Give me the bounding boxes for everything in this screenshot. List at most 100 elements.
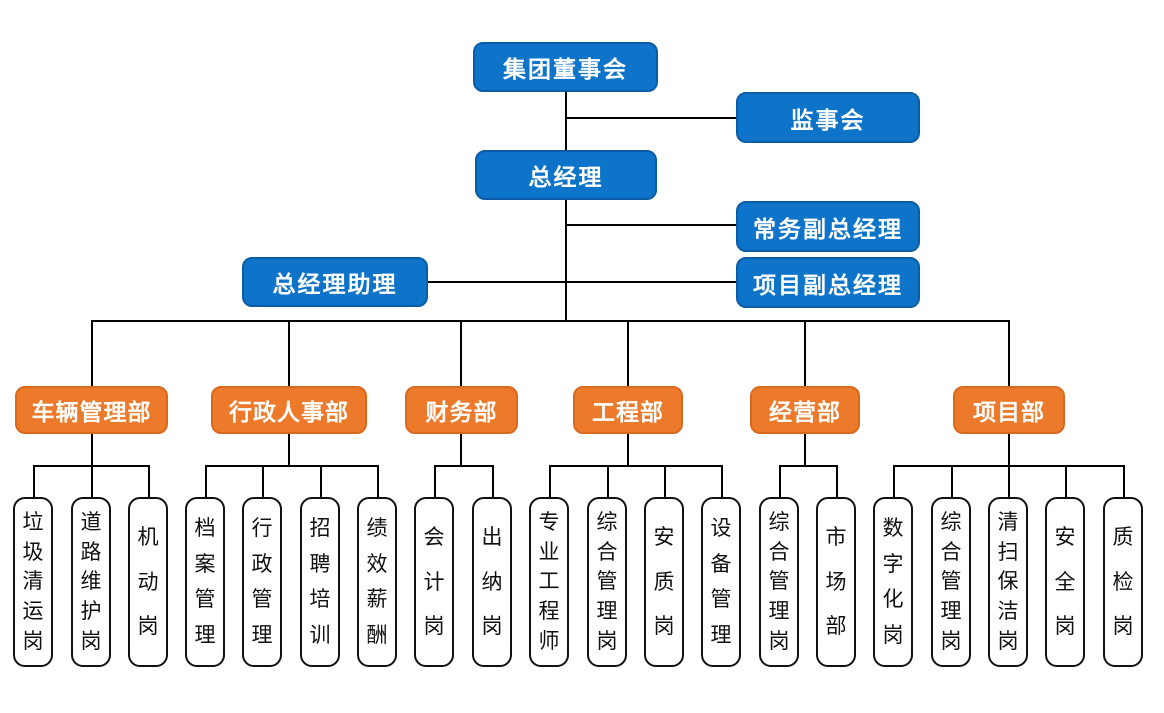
position-label: 会计岗 [423,525,445,639]
connector-children-bar-3 [549,465,723,467]
connector-drop-pos [721,465,723,497]
node-position-market: 市场部 [816,497,856,667]
connector-department-bar [91,320,1010,322]
dept-label: 项目部 [973,399,1045,425]
position-label: 绩效薪酬 [366,516,388,648]
connector-stem-dept-5 [1008,434,1010,467]
node-position-sweeping-cleaning: 清扫保洁岗 [988,497,1028,667]
node-supervisory-board-label: 监事会 [790,106,866,133]
position-label: 数字化岗 [882,516,904,648]
node-dept-engineering: 工程部 [573,386,683,434]
connector-children-bar-4 [779,465,838,467]
node-group-board-label: 集团董事会 [503,56,628,82]
connector-drop-pos [779,465,781,497]
position-label: 设备管理 [710,516,732,648]
position-label: 行政管理 [251,516,273,648]
position-label: 综合管理岗 [596,510,618,654]
connector-gm-trunk [565,200,567,322]
node-position-recruit-training: 招聘培训 [300,497,340,667]
position-label: 安全岗 [1054,525,1076,639]
node-dept-admin-hr: 行政人事部 [211,386,367,434]
node-position-general-management-proj: 综合管理岗 [931,497,971,667]
connector-drop-dept-4 [804,320,806,386]
node-position-digitalization: 数字化岗 [873,497,913,667]
node-executive-deputy-gm-label: 常务副总经理 [753,215,903,242]
node-dept-finance: 财务部 [405,386,518,434]
node-position-equipment-management: 设备管理 [701,497,741,667]
connector-drop-dept-2 [460,320,462,386]
connector-stem-dept-3 [627,434,629,467]
position-label: 出纳岗 [481,525,503,639]
connector-board-gm [565,92,567,150]
connector-drop-pos [836,465,838,497]
node-project-deputy-gm-label: 项目副总经理 [753,271,903,298]
connector-drop-pos [492,465,494,497]
dept-label: 经营部 [769,399,841,425]
connector-stem-dept-2 [460,434,462,467]
connector-drop-pos [148,465,150,497]
node-supervisory-board: 监事会 [736,92,920,143]
connector-drop-pos [320,465,322,497]
position-label: 质检岗 [1112,525,1134,639]
position-label: 市场部 [825,525,847,639]
dept-label: 财务部 [425,399,498,425]
connector-children-bar-1 [205,465,379,467]
connector-drop-pos [377,465,379,497]
connector-drop-dept-5 [1008,320,1010,386]
connector-drop-pos [434,465,436,497]
connector-stem-dept-0 [91,434,93,467]
node-project-deputy-gm: 项目副总经理 [736,257,920,308]
node-position-professional-engineer: 专业工程师 [529,497,569,667]
node-position-archives: 档案管理 [185,497,225,667]
node-position-safety-quality: 安质岗 [644,497,684,667]
position-label: 垃圾清运岗 [22,510,44,654]
node-position-general-management-ops: 综合管理岗 [759,497,799,667]
node-general-manager: 总经理 [475,150,657,200]
connector-stem-dept-4 [804,434,806,467]
connector-drop-pos [1065,465,1067,497]
connector-executive-deputy [566,224,736,226]
position-label: 机动岗 [137,525,159,639]
dept-label: 行政人事部 [229,399,349,425]
connector-drop-pos [549,465,551,497]
node-dept-operations: 经营部 [750,386,860,434]
connector-drop-pos [262,465,264,497]
connector-stem-dept-1 [288,434,290,467]
connector-children-bar-2 [434,465,494,467]
dept-label: 工程部 [592,399,664,425]
node-position-general-management-eng: 综合管理岗 [587,497,627,667]
node-executive-deputy-gm: 常务副总经理 [736,201,920,252]
position-label: 专业工程师 [538,510,560,654]
position-label: 清扫保洁岗 [997,510,1019,654]
node-position-administration: 行政管理 [242,497,282,667]
connector-drop-pos [607,465,609,497]
connector-drop-pos [91,465,93,497]
node-position-performance-payroll: 绩效薪酬 [357,497,397,667]
position-label: 档案管理 [194,516,216,648]
node-position-road-maintenance: 道路维护岗 [71,497,111,667]
connector-drop-dept-0 [91,320,93,386]
connector-drop-pos [1123,465,1125,497]
connector-drop-pos [1008,465,1010,497]
position-label: 招聘培训 [309,516,331,648]
position-label: 综合管理岗 [940,510,962,654]
connector-supervisory [566,117,736,119]
connector-assistant-project-deputy [428,281,736,283]
node-position-mobile: 机动岗 [128,497,168,667]
connector-drop-pos [664,465,666,497]
node-dept-vehicle-management: 车辆管理部 [15,386,168,434]
connector-drop-dept-1 [288,320,290,386]
connector-drop-dept-3 [627,320,629,386]
position-label: 综合管理岗 [768,510,790,654]
node-position-accounting: 会计岗 [414,497,454,667]
node-position-safety: 安全岗 [1045,497,1085,667]
node-dept-project: 项目部 [953,386,1065,434]
connector-drop-pos [951,465,953,497]
connector-drop-pos [893,465,895,497]
node-gm-assistant: 总经理助理 [242,257,428,307]
node-position-garbage-collection: 垃圾清运岗 [13,497,53,667]
node-position-quality-inspection: 质检岗 [1103,497,1143,667]
node-general-manager-label: 总经理 [528,164,604,190]
node-group-board: 集团董事会 [473,42,658,92]
